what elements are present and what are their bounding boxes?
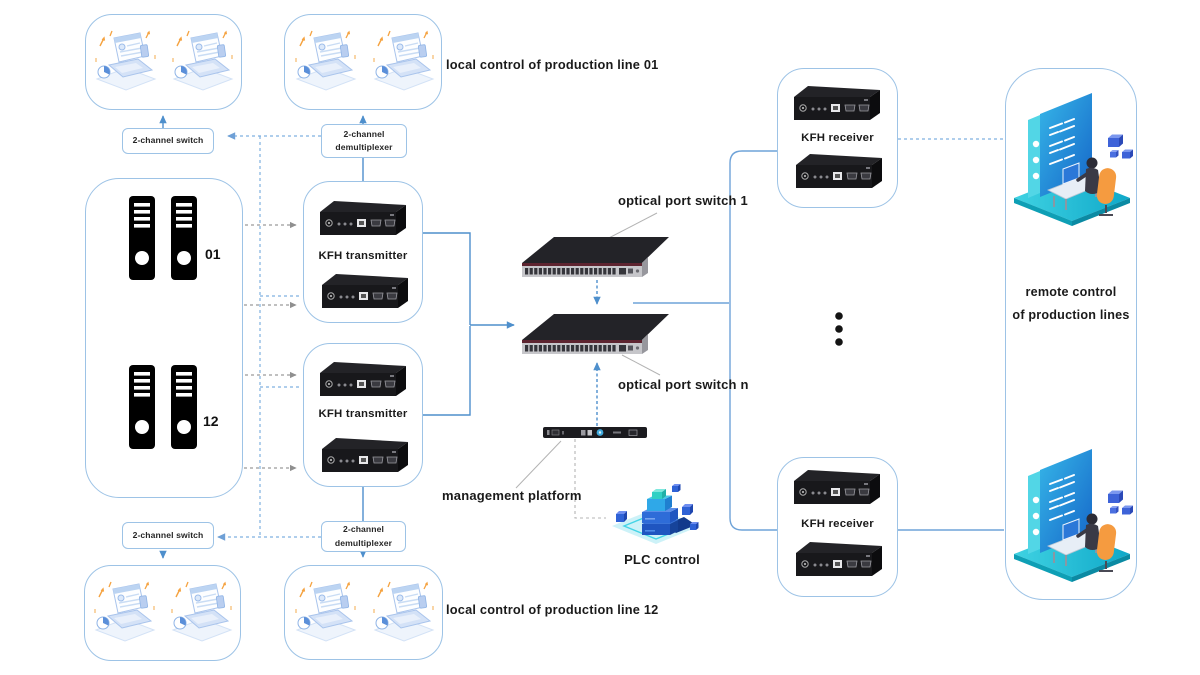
- optical-switch-1-label: optical port switch 1: [618, 193, 748, 208]
- plc-control-label: PLC control: [624, 552, 700, 567]
- remote-workstation-illustration: [1008, 84, 1136, 242]
- kfh-device-icon: [790, 466, 882, 506]
- demultiplexer-top: 2-channel demultiplexer: [321, 124, 407, 158]
- kfh-device-icon: [792, 150, 884, 190]
- kfh-device-icon: [316, 358, 408, 398]
- kfh-device-icon: [318, 270, 410, 310]
- channel-switch-top-label: 2-channel switch: [132, 135, 204, 146]
- workstation-illustration: [291, 580, 361, 646]
- local-line01-label: local control of production line 01: [446, 57, 659, 72]
- remote-control-label-2: of production lines: [1012, 308, 1130, 322]
- rack-tower-icon: [129, 365, 155, 449]
- demultiplexer-bottom: 2-channel demultiplexer: [321, 521, 406, 552]
- plc-illustration: [608, 480, 704, 552]
- optical-switch-icon: [520, 233, 670, 279]
- workstation-illustration: [91, 29, 161, 95]
- demultiplexer-top-label-1: 2-channel: [343, 128, 385, 139]
- remote-control-label-1: remote control: [1025, 285, 1117, 299]
- local-control-box-line01-a: [85, 14, 242, 110]
- workstation-illustration: [90, 580, 160, 646]
- workstation-illustration: [291, 29, 361, 95]
- kfh-device-icon: [790, 82, 882, 122]
- local-control-box-line12-a: [84, 565, 241, 661]
- kfh-device-icon: [316, 197, 408, 237]
- workstation-illustration: [168, 29, 238, 95]
- rack-group-12-label: 12: [203, 413, 219, 429]
- local-line12-label: local control of production line 12: [446, 602, 659, 617]
- optical-switch-n-label: optical port switch n: [618, 377, 749, 392]
- demultiplexer-bottom-label-1: 2-channel: [342, 524, 384, 535]
- rack-group-01-label: 01: [205, 246, 221, 262]
- receiver-2-label: KFH receiver: [801, 518, 874, 530]
- kfh-device-icon: [318, 434, 410, 474]
- channel-switch-top: 2-channel switch: [122, 128, 214, 154]
- workstation-illustration: [369, 580, 439, 646]
- local-control-box-line01-b: [284, 14, 442, 110]
- workstation-illustration: [167, 580, 237, 646]
- channel-switch-bottom: 2-channel switch: [122, 522, 214, 549]
- rack-tower-icon: [171, 365, 197, 449]
- transmitter-1-label: KFH transmitter: [318, 250, 408, 262]
- receiver-1-label: KFH receiver: [801, 132, 874, 144]
- demultiplexer-top-label-2: demultiplexer: [335, 142, 393, 152]
- kfh-device-icon: [792, 538, 884, 578]
- management-platform-label: management platform: [442, 488, 582, 503]
- demultiplexer-bottom-label-2: demultiplexer: [334, 537, 393, 548]
- transmitter-2-label: KFH transmitter: [318, 408, 408, 420]
- optical-switch-icon: [520, 310, 670, 356]
- workstation-illustration: [369, 29, 439, 95]
- remote-workstation-illustration: [1008, 440, 1136, 598]
- management-platform-icon: [543, 425, 647, 439]
- channel-switch-bottom-label: 2-channel switch: [132, 529, 204, 540]
- rack-tower-icon: [129, 196, 155, 280]
- local-control-box-line12-b: [284, 565, 443, 660]
- server-rack-enclosure: [85, 178, 243, 498]
- rack-tower-icon: [171, 196, 197, 280]
